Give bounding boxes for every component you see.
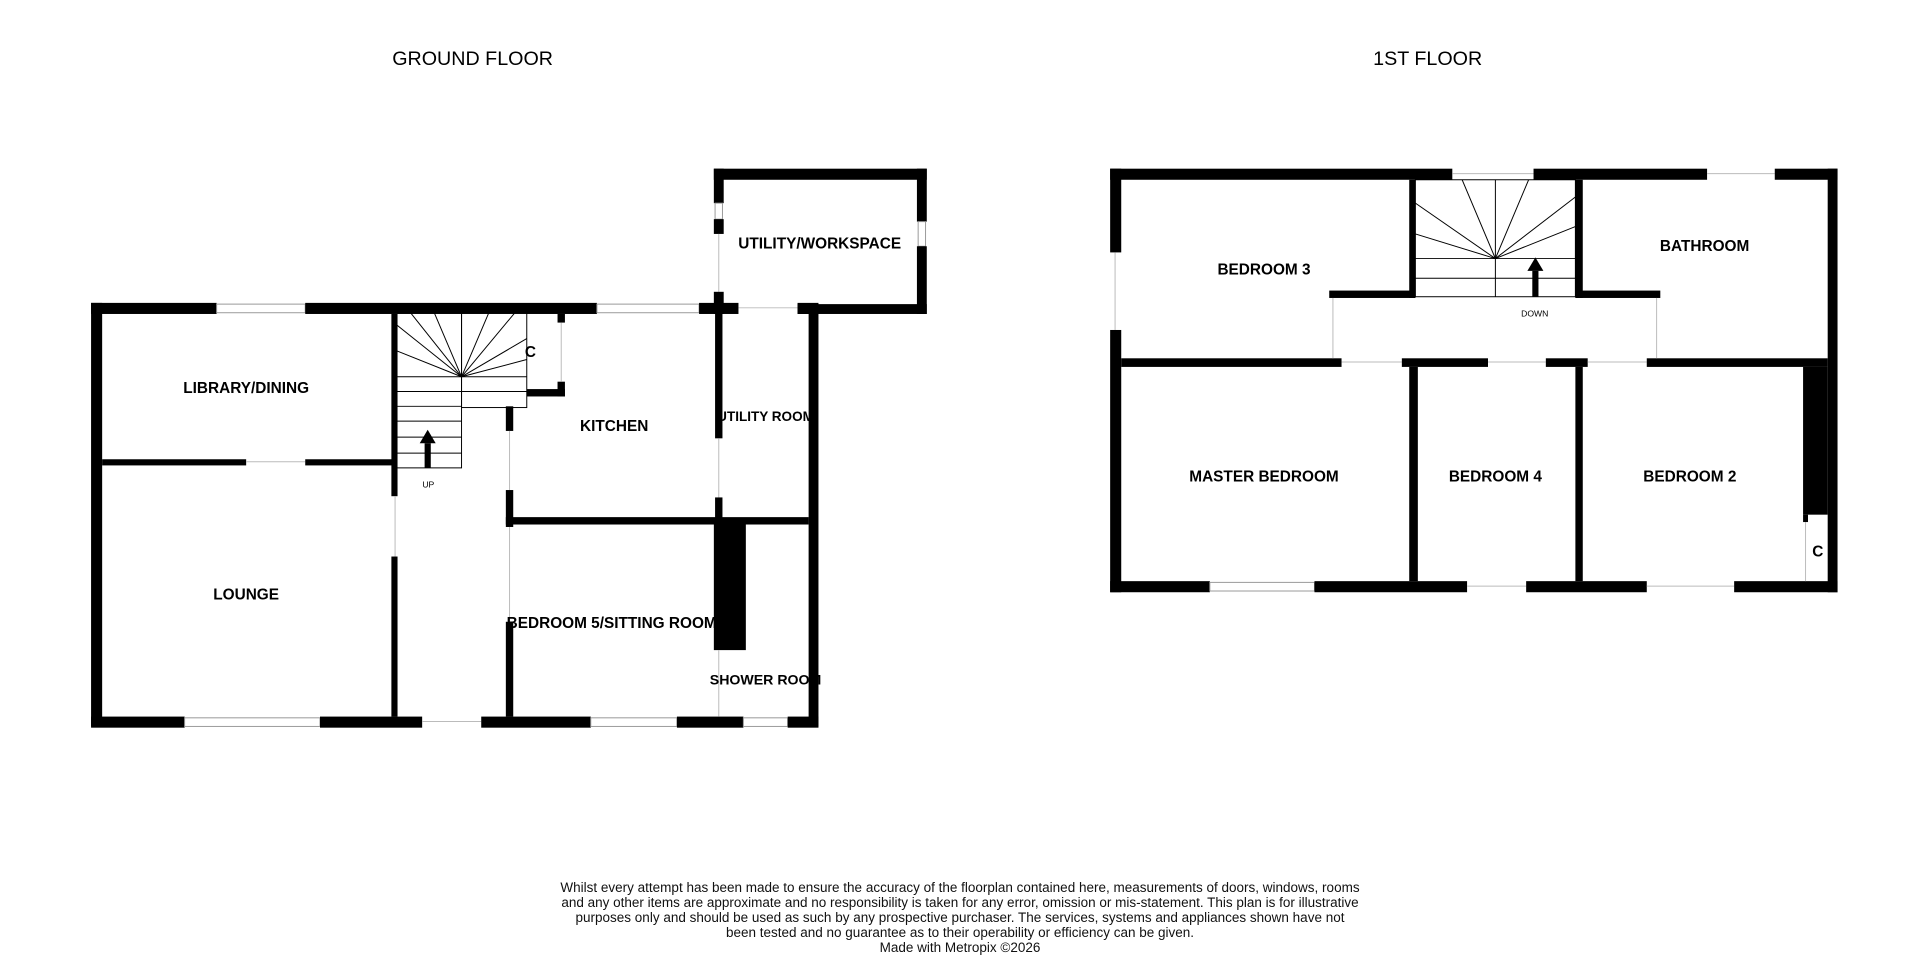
cupboard-label-first: C — [1812, 544, 1823, 561]
room-shower: SHOWER ROOM — [710, 672, 822, 688]
disclaimer-text: Whilst every attempt has been made to en… — [560, 880, 1360, 940]
room-master-bedroom: MASTER BEDROOM — [1189, 468, 1338, 485]
room-bedroom-5: BEDROOM 5/SITTING ROOM — [507, 615, 717, 632]
ground-floor-plan: UP LIBRARY/DINING LOUNGE KITCHEN UTILITY… — [91, 168, 927, 728]
room-bedroom-4: BEDROOM 4 — [1449, 468, 1543, 485]
cupboard-label: C — [525, 344, 536, 361]
up-label: UP — [422, 480, 434, 490]
credit: Made with Metropix ©2026 — [879, 940, 1041, 955]
first-floor-title: 1ST FLOOR — [1373, 48, 1482, 70]
room-kitchen: KITCHEN — [580, 418, 648, 435]
room-library-dining: LIBRARY/DINING — [183, 380, 309, 397]
first-stairs — [1414, 179, 1576, 298]
disclaimer: Whilst every attempt has been made to en… — [560, 880, 1360, 955]
down-label: DOWN — [1521, 308, 1548, 318]
first-floor-plan: DOWN BEDROOM 3 BATHROOM MASTER BEDROOM B… — [1110, 168, 1838, 593]
room-lounge: LOUNGE — [213, 587, 279, 604]
ground-floor-title: GROUND FLOOR — [392, 48, 553, 70]
room-bathroom: BATHROOM — [1660, 238, 1749, 255]
room-bedroom-2: BEDROOM 2 — [1643, 468, 1736, 485]
room-utility-room: UTILITY ROOM — [717, 409, 814, 424]
ground-stairs — [393, 309, 528, 469]
room-bedroom-3: BEDROOM 3 — [1217, 262, 1310, 279]
room-utility-workspace: UTILITY/WORKSPACE — [738, 236, 901, 253]
